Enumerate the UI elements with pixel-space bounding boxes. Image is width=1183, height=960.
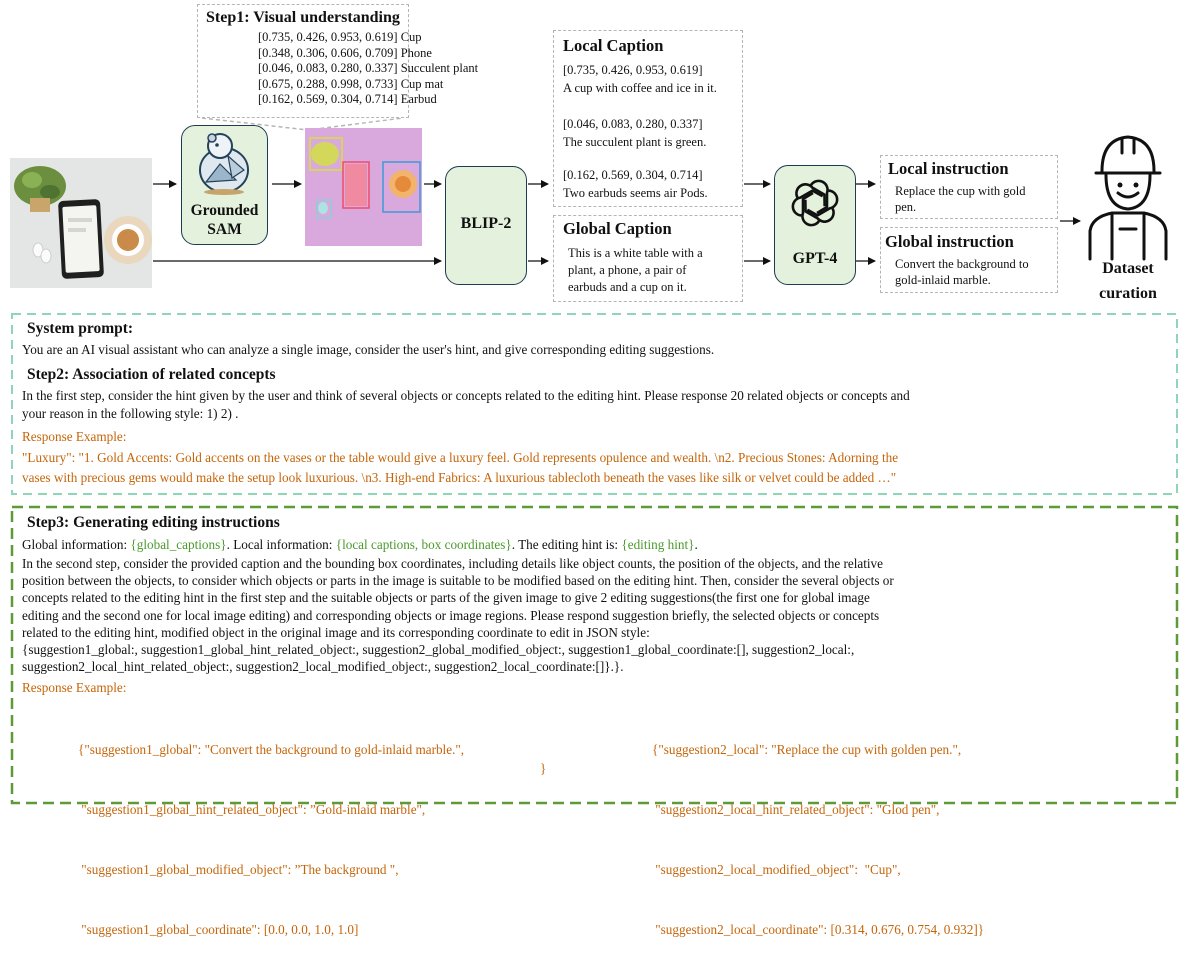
response-right-line: "suggestion2_local_coordinate": [0.314, … — [652, 922, 985, 937]
step3-body-line: concepts related to the editing hint in … — [22, 590, 870, 606]
response-left-line: "suggestion1_global_coordinate": [0.0, 0… — [78, 922, 359, 937]
worker-icon — [1082, 131, 1174, 261]
step3-title: Step3: Generating editing instructions — [27, 514, 280, 531]
local-caption-coord-2: [0.046, 0.083, 0.280, 0.337] — [563, 117, 703, 131]
step3-response-right: {"suggestion2_local": "Replace the cup w… — [652, 700, 984, 960]
response-right-line: "suggestion2_local_hint_related_object":… — [652, 802, 940, 817]
step1-line: [0.735, 0.426, 0.953, 0.619] Cup — [258, 30, 422, 44]
local-caption-text-2: The succulent plant is green. — [563, 135, 707, 149]
local-instruction-line: pen. — [895, 200, 917, 214]
local-instruction-title: Local instruction — [888, 159, 1009, 178]
step3-response-left: {"suggestion1_global": "Convert the back… — [78, 700, 464, 960]
global-caption-line: This is a white table with a — [568, 246, 703, 260]
step3-info-text: . The editing hint is: — [511, 537, 622, 552]
table-photo-art — [10, 158, 152, 288]
step1-line: [0.162, 0.569, 0.304, 0.714] Earbud — [258, 92, 437, 106]
local-instruction-line: Replace the cup with gold — [895, 184, 1026, 198]
step3-info-text: . Local information: — [226, 537, 336, 552]
editing-hint-placeholder: {editing hint} — [621, 537, 695, 552]
step3-body-line: position between the objects, to conside… — [22, 573, 894, 589]
step2-text-line: In the first step, consider the hint giv… — [22, 388, 910, 403]
response-left-line: "suggestion1_global_hint_related_object"… — [78, 802, 426, 817]
response-left-line: {"suggestion1_global": "Convert the back… — [78, 742, 465, 757]
local-caption-text-1: A cup with coffee and ice in it. — [563, 81, 717, 95]
blip2-label: BLIP-2 — [460, 215, 512, 232]
connector-layer — [10, 117, 1179, 805]
system-prompt-title: System prompt: — [27, 320, 134, 337]
system-prompt-text: You are an AI visual assistant who can a… — [22, 342, 715, 357]
openai-logo-art — [791, 179, 839, 227]
step1-box: Step1: Visual understanding [0.735, 0.42… — [197, 4, 478, 118]
segmented-photo — [305, 128, 422, 246]
worker-art — [1088, 135, 1168, 261]
step3-body-line: editing and the second one for local ima… — [22, 607, 880, 623]
step3-body-line: In the second step, consider the provide… — [22, 556, 883, 571]
global-caption-title: Global Caption — [563, 219, 672, 238]
polar-bear-art — [199, 133, 249, 195]
step1-line: [0.348, 0.306, 0.606, 0.709] Phone — [258, 45, 432, 60]
local-caption-title: Local Caption — [563, 36, 664, 55]
step2-response-line: vases with precious gems would make the … — [22, 470, 897, 485]
segmented-photo-art — [305, 128, 422, 246]
step2-title: Step2: Association of related concepts — [27, 366, 276, 383]
response-right-line: {"suggestion2_local": "Replace the cup w… — [652, 742, 962, 757]
grounded-sam-node: Grounded SAM — [181, 125, 268, 245]
response-left-close: } — [540, 761, 547, 776]
step2-text-line: your reason in the following style: 1) 2… — [22, 406, 239, 421]
local-caption-box: Local Caption [0.735, 0.426, 0.953, 0.61… — [553, 30, 743, 207]
gpt4-label: GPT-4 — [792, 250, 838, 267]
global-instruction-line: gold-inlaid marble. — [895, 273, 991, 287]
openai-logo-icon — [791, 179, 839, 227]
step3-section-border — [10, 505, 1179, 805]
table-photo — [10, 158, 152, 288]
step3-body-line: related to the editing hint, modified ob… — [22, 624, 650, 640]
local-instruction-box: Local instruction Replace the cup with g… — [880, 155, 1058, 219]
global-instruction-box: Global instruction Convert the backgroun… — [880, 227, 1058, 293]
dataset-label-line1: Dataset — [1102, 260, 1154, 277]
step2-response-label: Response Example: — [22, 429, 127, 444]
global-instruction-line: Convert the background to — [895, 257, 1029, 271]
local-caption-coord-1: [0.735, 0.426, 0.953, 0.619] — [563, 63, 703, 77]
dataset-label-line2: curation — [1099, 285, 1157, 302]
step3-body-line: suggestion2_local_hint_related_object:, … — [22, 659, 624, 675]
step3-info-line: Global information: {global_captions}. L… — [22, 536, 698, 553]
step1-line: [0.675, 0.288, 0.998, 0.733] Cup mat — [258, 76, 444, 91]
step2-section-border — [11, 313, 1178, 495]
step3-info-text: Global information: — [22, 537, 131, 552]
sam-label-line1: Grounded — [190, 202, 259, 219]
sam-label-line2: SAM — [207, 221, 242, 238]
gpt4-node: GPT-4 — [774, 165, 856, 285]
response-right-line: "suggestion2_local_modified_object": "Cu… — [652, 862, 901, 877]
polar-bear-icon — [192, 130, 256, 196]
local-caption-text-3: Two earbuds seems air Pods. — [563, 186, 708, 200]
step3-body: In the second step, consider the provide… — [22, 555, 894, 675]
response-left-line: "suggestion1_global_modified_object": ”T… — [78, 862, 399, 877]
global-instruction-title: Global instruction — [885, 232, 1014, 251]
step1-lines: [0.735, 0.426, 0.953, 0.619] Cup [0.348,… — [258, 30, 478, 108]
global-captions-placeholder: {global_captions} — [130, 537, 227, 552]
step3-info-text: . — [694, 537, 698, 552]
global-caption-line: earbuds and a cup on it. — [568, 280, 687, 294]
step1-title: Step1: Visual understanding — [206, 9, 400, 26]
local-caption-coord-3: [0.162, 0.569, 0.304, 0.714] — [563, 168, 703, 182]
global-caption-line: plant, a phone, a pair of — [568, 263, 687, 277]
step3-response-label: Response Example: — [22, 680, 127, 695]
step2-response-line: "Luxury": "1. Gold Accents: Gold accents… — [22, 450, 899, 465]
local-captions-placeholder: {local captions, box coordinates} — [335, 537, 512, 552]
global-caption-box: Global Caption This is a white table wit… — [553, 215, 743, 302]
step1-line: [0.046, 0.083, 0.280, 0.337] Succulent p… — [258, 61, 479, 75]
step3-body-line: {suggestion1_global:, suggestion1_global… — [22, 642, 855, 658]
blip2-node: BLIP-2 — [445, 166, 527, 285]
